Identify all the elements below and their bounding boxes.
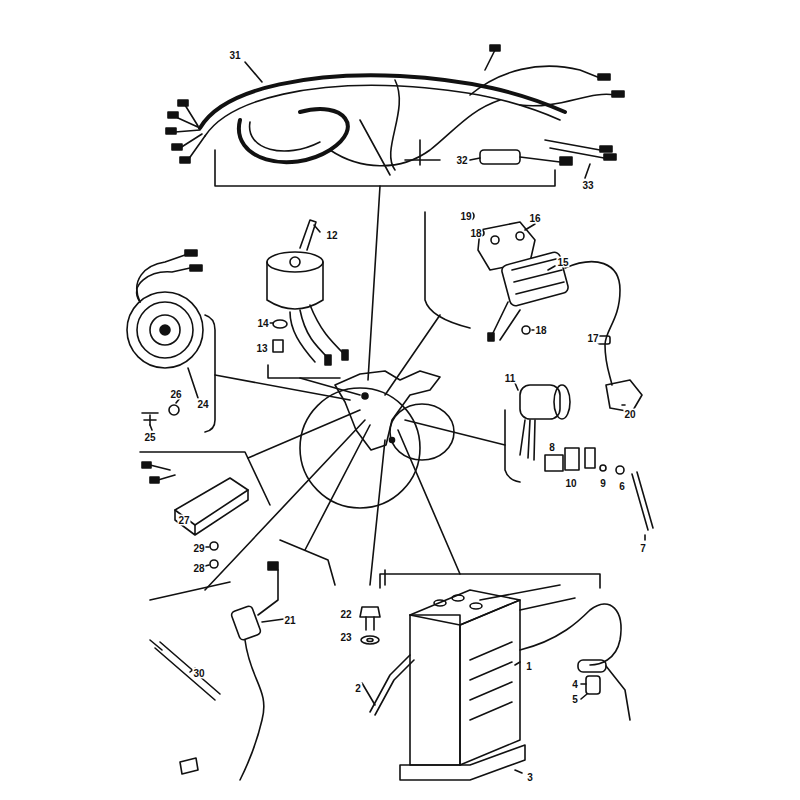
callout-number: 32: [455, 155, 468, 166]
callout-number: 4: [571, 679, 579, 690]
callout-number: 12: [325, 230, 338, 241]
callout-number: 33: [581, 180, 594, 191]
callout-number: 3: [526, 772, 534, 783]
callout-number: 7: [639, 543, 647, 554]
callout-number: 22: [339, 609, 352, 620]
callout-number: 28: [192, 563, 205, 574]
callout-number: 31: [228, 50, 241, 61]
bolt-washer: [360, 607, 380, 644]
callout-number: 16: [528, 213, 541, 224]
flasher-relay: [142, 462, 248, 568]
brake-switch: [180, 562, 284, 780]
callout-number: 17: [586, 333, 599, 344]
callout-number: 20: [623, 409, 636, 420]
callout-number: 30: [192, 668, 205, 679]
callout-number: 2: [354, 683, 362, 694]
callout-number: 19: [459, 211, 472, 222]
callout-number: 21: [283, 615, 296, 626]
callout-number: 23: [339, 632, 352, 643]
callout-number: 5: [571, 694, 579, 705]
callout-number: 24: [196, 399, 209, 410]
callout-number: 11: [504, 373, 517, 384]
stud: [150, 640, 220, 700]
leader-lines: [140, 150, 600, 600]
callout-number: 10: [564, 478, 577, 489]
rectifier: [515, 383, 653, 540]
callout-number: 18: [469, 228, 482, 239]
callout-number: 6: [618, 481, 626, 492]
callout-number: 1: [525, 661, 533, 672]
ignition-switch: [267, 220, 348, 365]
callout-number: 8: [548, 442, 556, 453]
ignition-coil: [466, 212, 642, 412]
callout-number: 14: [256, 318, 269, 329]
callout-number: 27: [177, 515, 190, 526]
callout-number: 25: [143, 432, 156, 443]
wire-harness: [166, 45, 624, 178]
callout-number: 26: [169, 389, 182, 400]
horn: [127, 250, 203, 430]
callout-number: 9: [599, 478, 607, 489]
callout-number: 29: [192, 543, 205, 554]
callout-number: 13: [255, 343, 268, 354]
frame-mount: [300, 371, 454, 508]
battery: [362, 585, 630, 780]
callout-number: 15: [556, 257, 569, 268]
callout-number: 18: [534, 325, 547, 336]
